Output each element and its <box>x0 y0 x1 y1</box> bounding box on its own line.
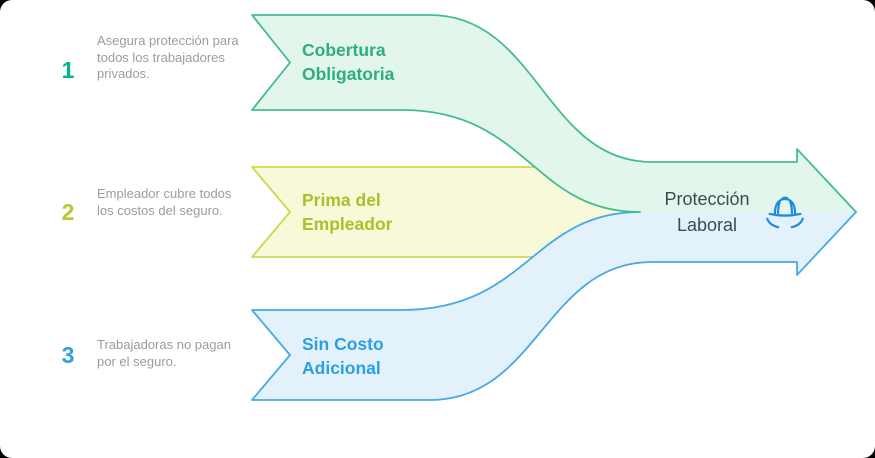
banner-cobertura-outline <box>251 14 857 213</box>
helmet-rib-left <box>776 200 781 215</box>
step-number-2: 2 <box>61 199 75 225</box>
result-label: Protección Laboral <box>664 189 750 235</box>
banner-label-cobertura: Cobertura Obligatoria <box>302 40 395 84</box>
hard-hat-hands-icon <box>766 196 804 229</box>
banner-sincosto-fill <box>252 212 856 400</box>
helmet-brim <box>768 212 802 217</box>
step-description-3: Trabajadoras no pagan por el seguro. <box>97 337 231 369</box>
step-description-1: Asegura protección para todos los trabaj… <box>97 33 239 81</box>
helmet-rib-right <box>789 200 794 215</box>
step-number-3: 3 <box>61 342 75 368</box>
step-description-2: Empleador cubre todos los costos del seg… <box>97 186 232 218</box>
hand-left <box>766 217 780 229</box>
helmet-dome <box>773 197 797 215</box>
hand-right <box>790 217 804 229</box>
helmet-knob <box>781 196 789 201</box>
banner-sincosto-outline <box>251 211 857 401</box>
banner-label-prima: Prima del Empleador <box>302 190 393 234</box>
banner-label-sincosto: Sin Costo Adicional <box>302 334 384 378</box>
step-number-1: 1 <box>61 57 75 83</box>
